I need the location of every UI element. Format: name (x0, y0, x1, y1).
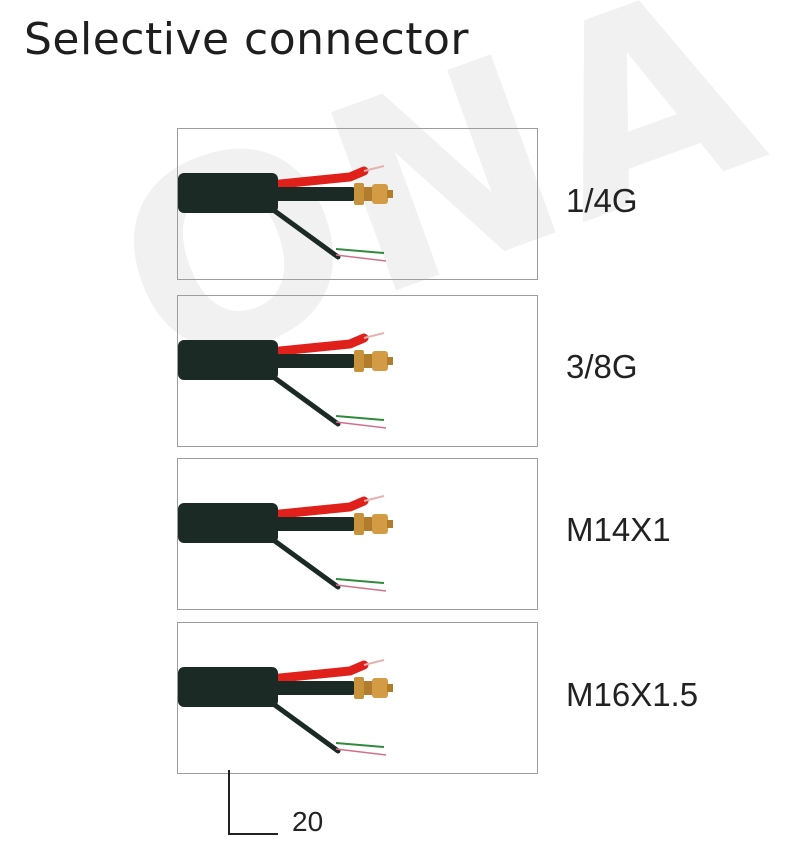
connector-option-1 (177, 128, 538, 280)
connector-option-2-label: 3/8G (566, 348, 638, 385)
connector-option-3 (177, 458, 538, 610)
connector-option-4-label: M16X1.5 (566, 676, 699, 713)
cable-connector-image (178, 495, 393, 592)
dimension-line (228, 770, 278, 835)
connector-option-3-label: M14X1 (566, 511, 671, 548)
cable-connector-image (178, 332, 393, 429)
page-title: Selective connector (24, 14, 469, 65)
connector-option-2 (177, 295, 538, 447)
connector-option-4 (177, 622, 538, 774)
cable-connector-image (178, 659, 393, 756)
connector-option-1-label: 1/4G (566, 182, 638, 219)
cable-connector-image (178, 165, 393, 262)
dimension-label: 20 (292, 806, 324, 837)
